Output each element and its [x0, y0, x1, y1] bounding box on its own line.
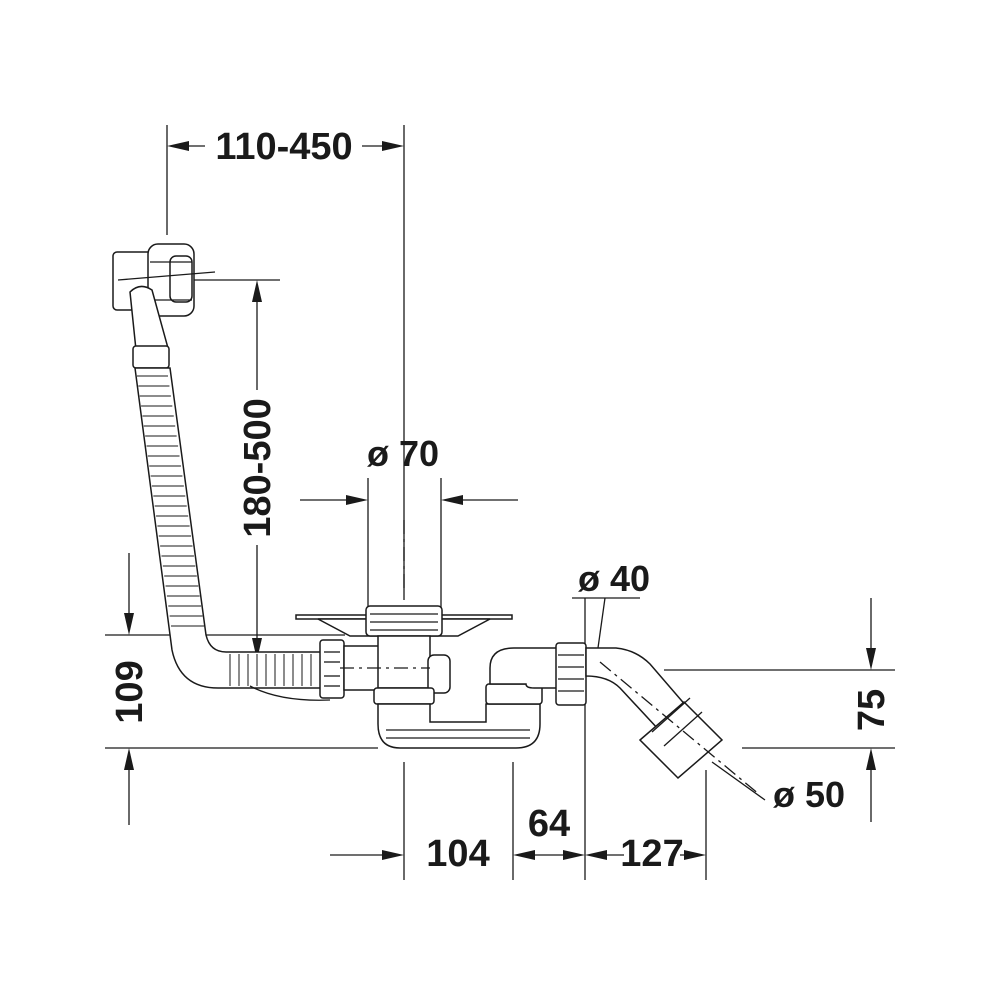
label-127: 127: [620, 833, 683, 875]
label-75: 75: [851, 689, 893, 731]
arrowheads: [124, 141, 876, 860]
label-180-500: 180-500: [237, 398, 279, 537]
label-diameter-50: ø 50: [773, 774, 845, 815]
drain-flange: [295, 605, 513, 637]
label-110-450: 110-450: [215, 126, 352, 168]
trap-riser: [485, 642, 587, 706]
flex-hose: [132, 345, 331, 701]
drain-body: [373, 635, 541, 749]
centerlines: [340, 520, 761, 796]
label-diameter-40: ø 40: [578, 558, 650, 599]
dimension-lines: [105, 125, 895, 880]
label-109: 109: [109, 660, 151, 723]
dimension-labels: 110-450 180-500 ø 70 ø 40 ø 50 109 75 10…: [109, 126, 893, 875]
label-104: 104: [426, 833, 489, 875]
label-diameter-70: ø 70: [367, 433, 439, 474]
overflow-head: [112, 243, 216, 351]
label-64: 64: [528, 803, 570, 845]
